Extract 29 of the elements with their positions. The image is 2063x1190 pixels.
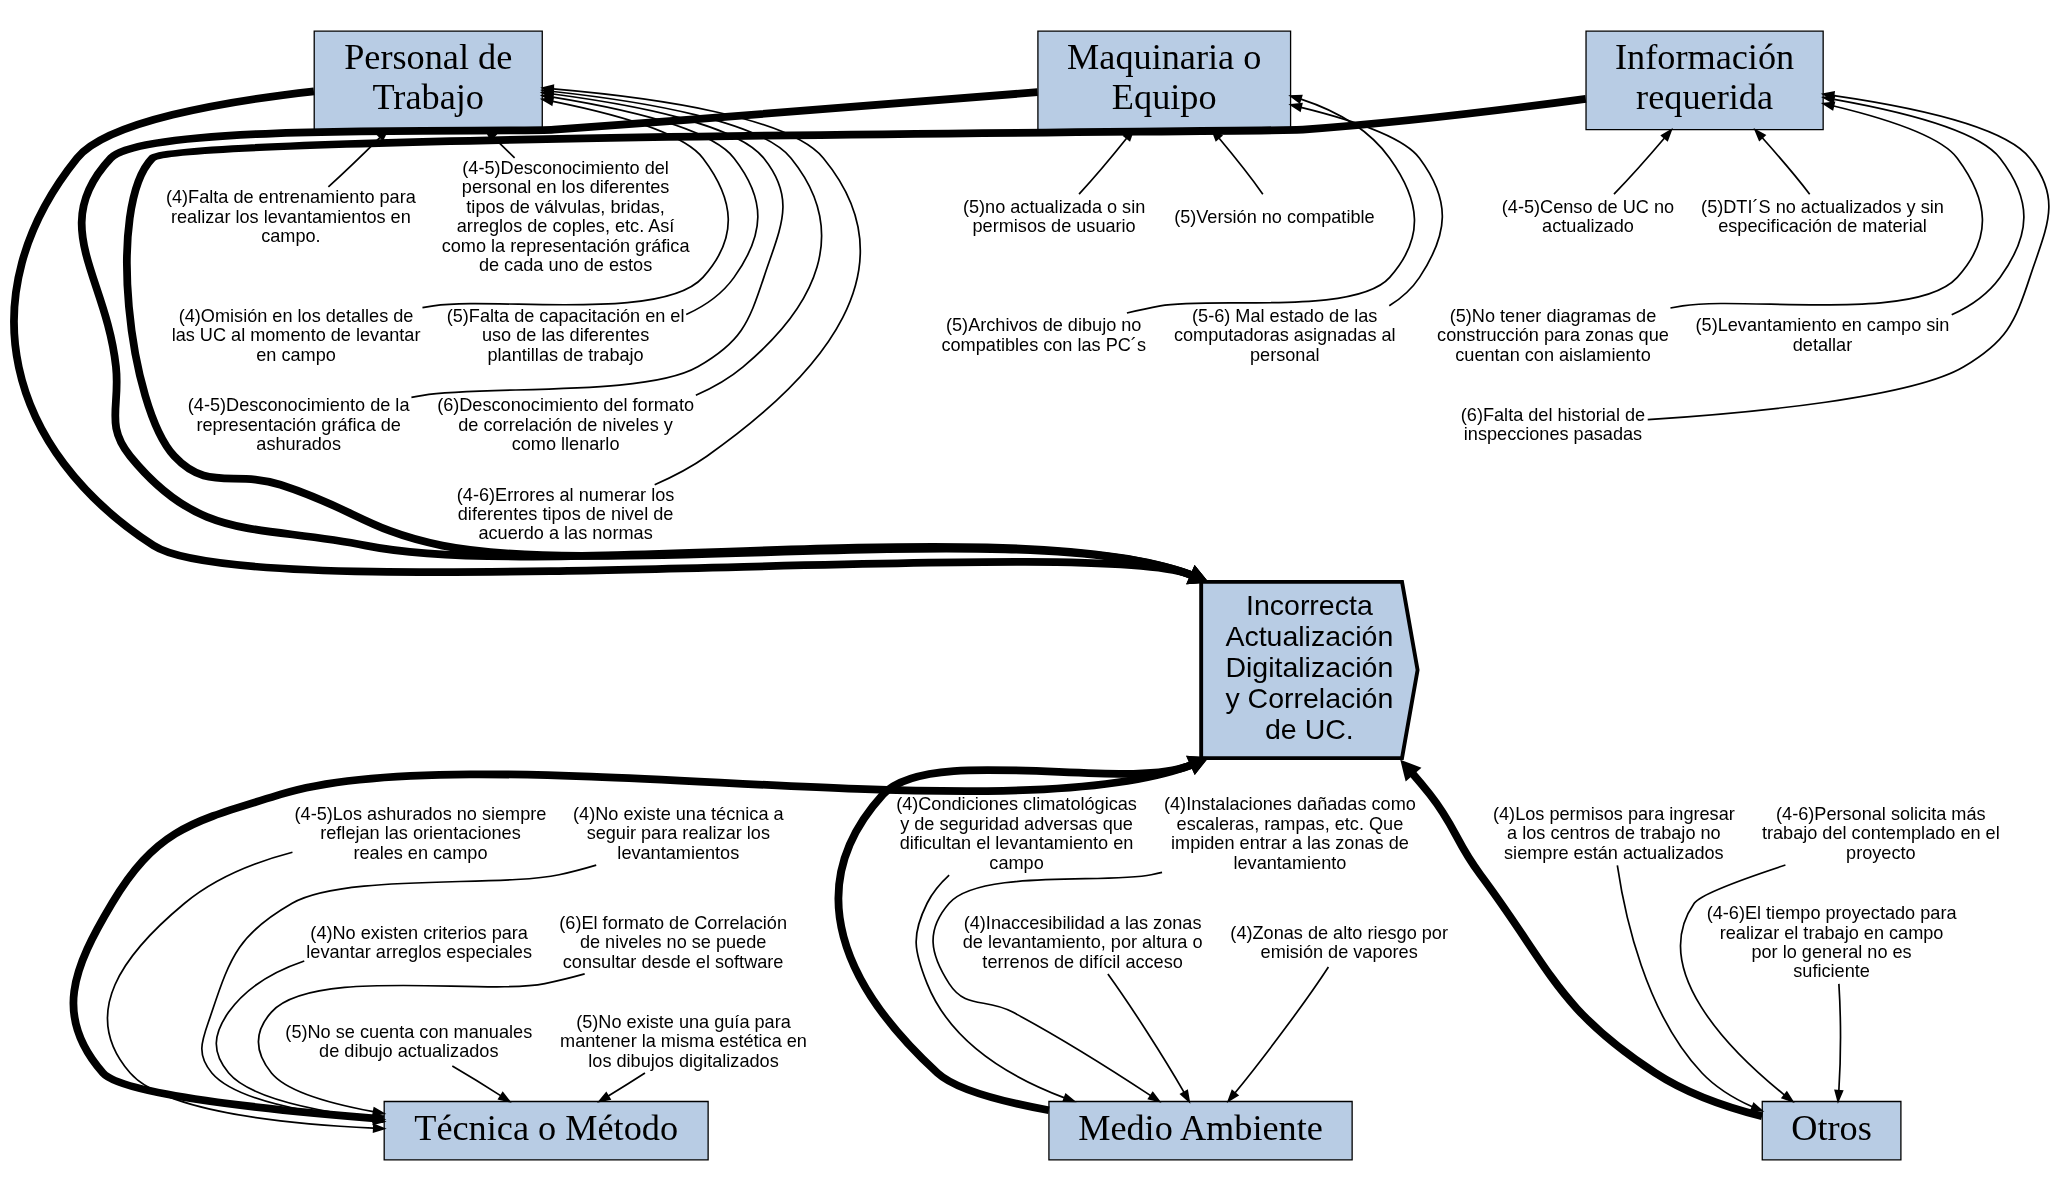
node-text: (5)DTI´S no actualizados y sin especificación de material: [1701, 196, 1944, 236]
node-text: (4)No existen criterios para levantar arreglos especiales: [306, 922, 533, 962]
node-text: (4)Los permisos para ingresar a los centros de trabajo no siempre están actualizados: [1493, 803, 1735, 863]
node-text: (5)Levantamiento en campo sin detallar: [1695, 314, 1950, 355]
node-text: (4-6)Personal solicita más trabajo del contemplado en el proyecto: [1761, 803, 2000, 863]
node-text: (5)Archivos de dibujo no compatibles con las PC´s: [941, 314, 1146, 355]
node-text: (6)Desconocimiento del formato de correlación de niveles y como llenarlo: [437, 394, 695, 454]
node-text: (4)Inaccesibilidad a las zonas de levantamiento, por altura o terrenos de difícil acceso: [962, 912, 1203, 972]
node-text: (4-5)Desconocimiento del personal en los diferentes tipos de válvulas, bridas, arreglos de coples, etc. Así como la representación gráfica de cada uno de estos: [441, 157, 690, 275]
node-text: (4-5)Desconocimiento de la representación gráfica de ashurados: [187, 394, 410, 454]
node-text: (4)Zonas de alto riesgo por emisión de vapores: [1230, 922, 1448, 962]
node-text: (4)No existe una técnica a seguir para realizar los levantamientos: [573, 803, 784, 863]
node-text: (5)No tener diagramas de construcción para zonas que cuentan con aislamiento: [1437, 305, 1669, 365]
node-text: (6)Falta del historial de inspecciones pasadas: [1460, 404, 1646, 444]
node-text: (5)no actualizada o sin permisos de usuario: [962, 196, 1146, 236]
node-text: (4)Instalaciones dañadas como escaleras, rampas, etc. Que impiden entrar a las zonas de levantamiento: [1163, 793, 1416, 873]
node-text: (4-5)Censo de UC no actualizado: [1501, 196, 1675, 236]
node-text: (4)Omisión en los detalles de las UC al momento de levantar en campo: [171, 305, 421, 365]
node-text: (4-6)Errores al numerar los diferentes tipos de nivel de acuerdo a las normas: [456, 484, 675, 543]
node-text: (4-6)El tiempo proyectado para realizar el trabajo en campo por lo general no es suficiente: [1706, 902, 1957, 981]
node-text: (4)Falta de entrenamiento para realizar los levantamientos en campo.: [165, 186, 416, 246]
node-text: (6)El formato de Correlación de niveles no se puede consultar desde el software: [559, 912, 787, 972]
node-text: (5)No se cuenta con manuales de dibujo actualizados: [285, 1021, 533, 1061]
node-text: (5)No existe una guía para mantener la misma estética en los dibujos digitalizados: [560, 1011, 807, 1071]
node-text: (5-6) Mal estado de las computadoras asignadas al personal: [1173, 305, 1396, 365]
node-text: (5)Falta de capacitación en el uso de las diferentes plantillas de trabajo: [446, 305, 685, 365]
node-text: (4)Condiciones climatológicas y de seguridad adversas que dificultan el levantamiento en campo: [896, 793, 1137, 873]
node-text: (4-5)Los ashurados no siempre reflejan las orientaciones reales en campo: [294, 803, 547, 863]
node-text: (5)Versión no compatible: [1174, 206, 1375, 227]
